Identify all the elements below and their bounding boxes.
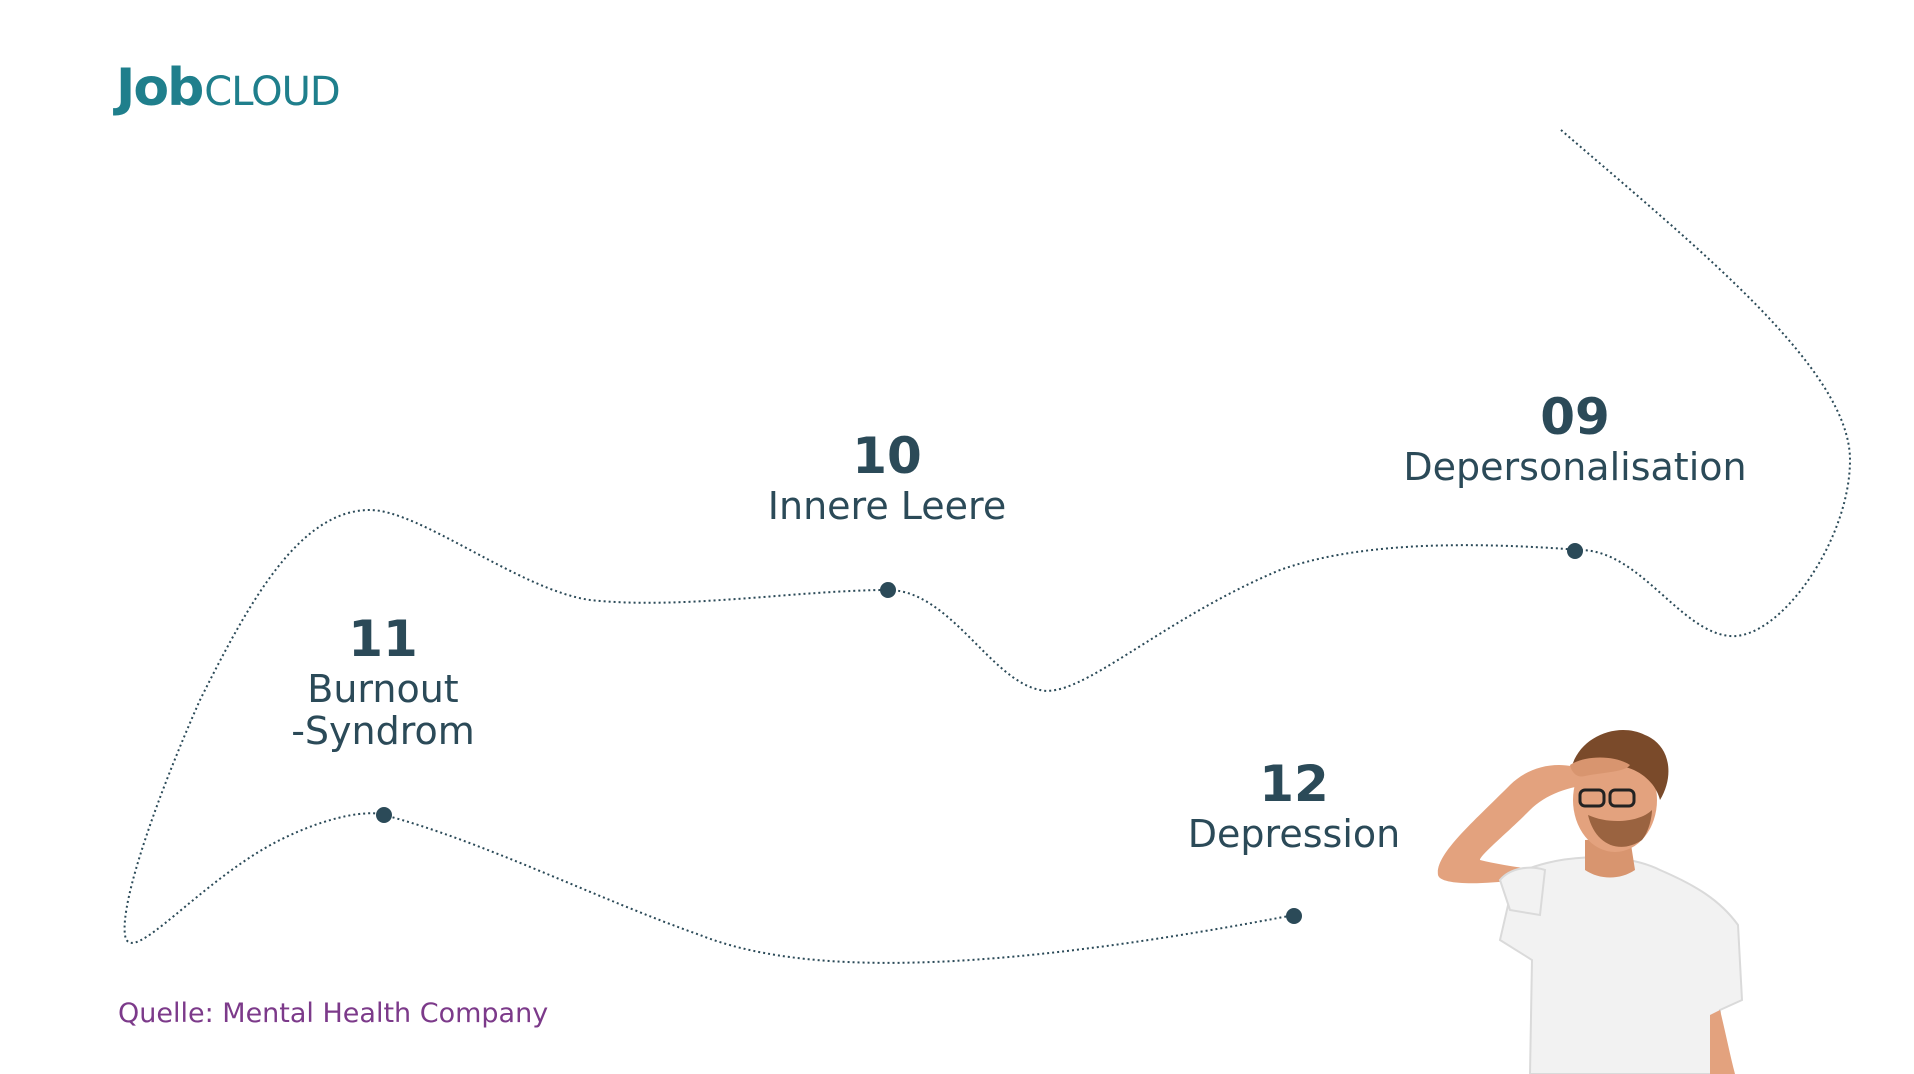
- step-12-number: 12: [1259, 755, 1329, 813]
- person-beard: [1588, 810, 1652, 847]
- source-note: Quelle: Mental Health Company: [118, 998, 549, 1029]
- step-10: 10 Innere Leere: [768, 427, 1006, 527]
- person-right-arm: [1710, 1010, 1735, 1074]
- step-11-label-line2: -Syndrom: [291, 709, 475, 753]
- step-10-number: 10: [852, 427, 922, 485]
- person-left-arm: [1437, 765, 1595, 884]
- logo-cloud-text: CLOUD: [204, 69, 340, 115]
- step-09-label: Depersonalisation: [1403, 445, 1747, 489]
- person-hand: [1570, 757, 1630, 777]
- step-11-label-line1: Burnout: [307, 667, 459, 711]
- step-09: 09 Depersonalisation: [1403, 388, 1746, 488]
- person-glasses-right: [1608, 788, 1636, 808]
- step-12: 12 Depression: [1188, 755, 1400, 855]
- step-09-number: 09: [1540, 388, 1610, 446]
- stage-path: [123, 129, 1852, 964]
- person-illustration: [1437, 730, 1744, 1074]
- person-shirt: [1498, 856, 1744, 1074]
- step-11-marker: [376, 807, 392, 823]
- logo-job-text: Job: [116, 58, 204, 118]
- step-11: 11 Burnout -Syndrom: [291, 610, 475, 752]
- step-09-marker: [1567, 543, 1583, 559]
- step-11-number: 11: [348, 610, 418, 668]
- person-sleeve: [1498, 866, 1547, 917]
- step-12-marker: [1286, 908, 1302, 924]
- step-10-label: Innere Leere: [767, 484, 1007, 528]
- jobcloud-logo: JobCLOUD: [116, 58, 341, 118]
- step-10-marker: [880, 582, 896, 598]
- person-glasses-left: [1578, 788, 1606, 808]
- step-12-label: Depression: [1187, 812, 1401, 856]
